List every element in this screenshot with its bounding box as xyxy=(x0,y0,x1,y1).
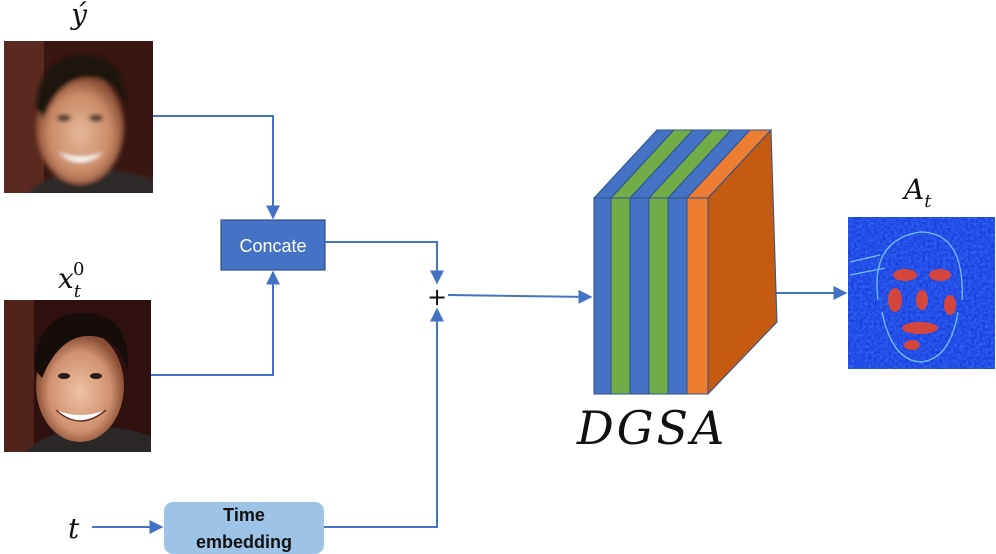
arrow-concat-to-plus xyxy=(325,241,444,285)
time-embedding-label-line1: Time xyxy=(223,505,265,525)
output-label: At xyxy=(901,173,932,212)
arrow-x-to-concat xyxy=(151,270,280,376)
concat-block xyxy=(220,219,326,271)
concat-label: Concate xyxy=(239,236,306,256)
arrow-plus-to-dgsa xyxy=(447,289,593,304)
plus-sign: + xyxy=(427,283,447,311)
output-attention-map xyxy=(848,217,995,369)
dgsa-label: DGSA xyxy=(576,401,727,455)
time-embedding-label-line2: embedding xyxy=(196,532,292,552)
arrow-time-to-plus xyxy=(324,307,444,528)
y-hat-label: ý xyxy=(69,0,88,31)
time-embedding-block xyxy=(164,502,324,554)
input-image-x-t0 xyxy=(4,300,151,452)
x-t0-label: xt0 xyxy=(58,259,84,302)
arrow-y-to-concat xyxy=(153,115,280,220)
input-image-y-hat xyxy=(4,41,153,193)
dgsa-block xyxy=(592,128,778,396)
t-label: t xyxy=(68,512,80,545)
